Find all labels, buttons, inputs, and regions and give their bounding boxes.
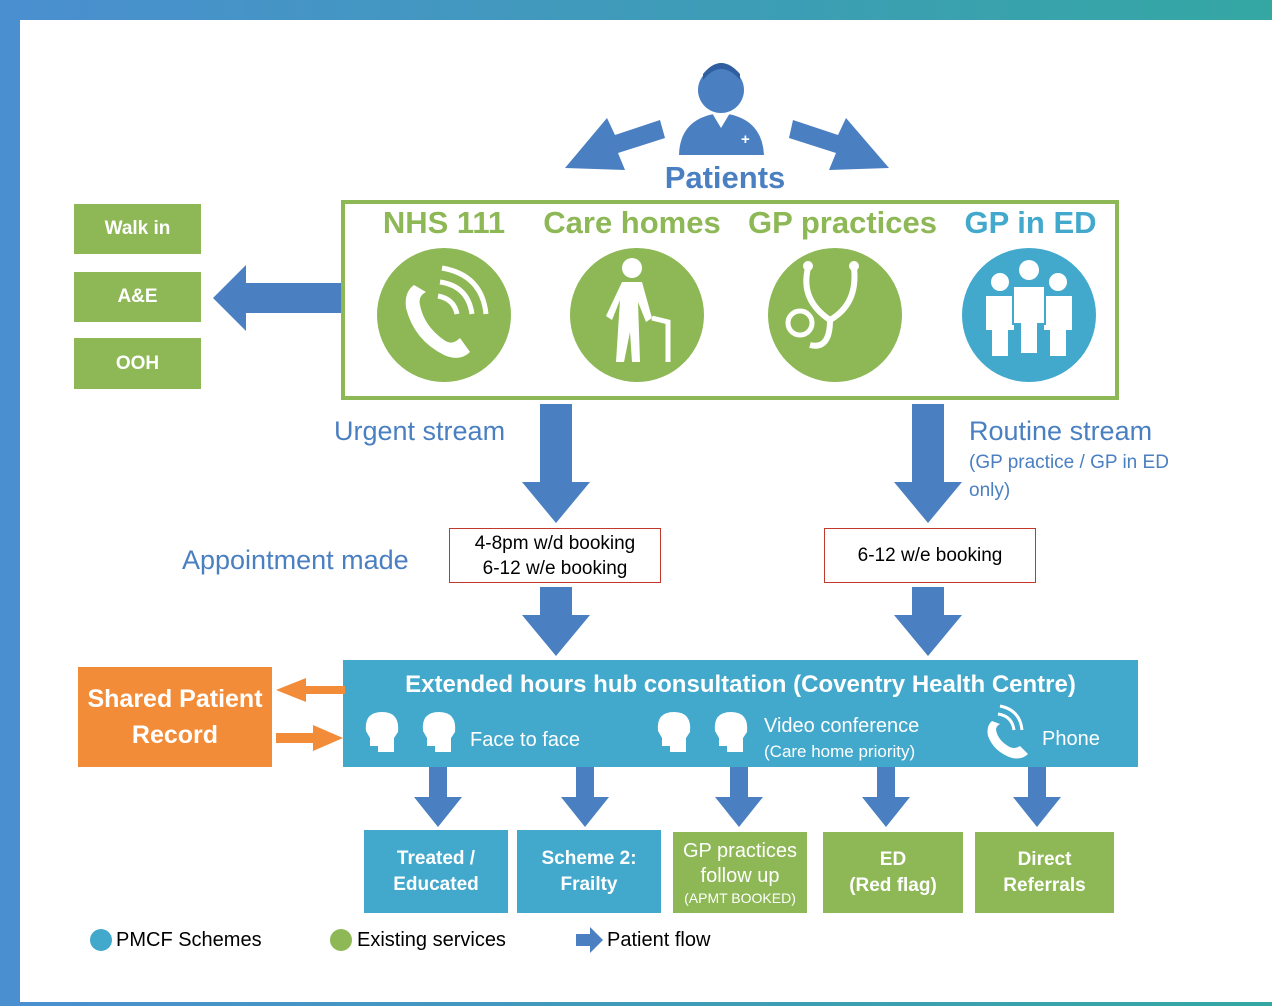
video-conference-label: Video conference (764, 715, 920, 737)
routine-down-arrow (894, 404, 962, 523)
outcome-line1: ED (879, 848, 907, 870)
clinicians-icon (962, 248, 1096, 382)
svg-text:+: + (741, 131, 750, 148)
outcome-line2: follow up (700, 864, 780, 887)
legend-pmcf-dot (90, 929, 112, 951)
routine-booking-box: 6-12 w/e booking (824, 528, 1036, 583)
outcome-arrow-2 (561, 767, 609, 827)
hub-phone-icon (987, 704, 1028, 759)
access-points-frame (341, 200, 1119, 400)
urgent-stream-label: Urgent stream (334, 416, 506, 446)
legend-flow-label: Patient flow (607, 929, 711, 951)
arrow-to-left-services (213, 265, 341, 331)
outcome-line2: Referrals (1003, 874, 1086, 896)
legend-pmcf-label: PMCF Schemes (116, 929, 262, 951)
ae-box: A&E (74, 272, 201, 322)
urgent-to-hub-arrow (522, 587, 590, 656)
routine-stream-note-line2: only) (969, 480, 1011, 501)
outcome-arrow-1 (414, 767, 462, 827)
outcome-gp-follow-up: GP practices follow up (APMT BOOKED) (673, 832, 807, 913)
record-to-hub-arrow (276, 725, 343, 751)
routine-stream-note-line1: (GP practice / GP in ED (969, 452, 1169, 473)
outcome-direct-referrals: Direct Referrals (975, 832, 1114, 913)
outcome-ed-red-flag: ED (Red flag) (823, 832, 963, 913)
routine-to-hub-arrow (894, 587, 962, 656)
video-conference-note: (Care home priority) (764, 742, 916, 761)
stethoscope-icon (768, 248, 902, 382)
walk-in-box: Walk in (74, 204, 201, 254)
gp-in-ed-title: GP in ED (964, 205, 1097, 240)
outcome-arrow-3 (715, 767, 763, 827)
head-icon (365, 712, 748, 752)
outcome-line2: (Red flag) (849, 874, 937, 896)
legend-existing-dot (330, 929, 352, 951)
record-from-hub-arrow (276, 678, 345, 702)
legend-existing-label: Existing services (357, 929, 506, 951)
patient-icon: + (679, 63, 764, 155)
outcome-arrow-5 (1013, 767, 1061, 827)
outcome-line2: Educated (393, 873, 479, 895)
outcome-line1: GP practices (682, 839, 798, 862)
outcome-treated-educated: Treated / Educated (364, 830, 508, 913)
outcome-line2: Frailty (560, 873, 618, 895)
outcome-arrow-4 (862, 767, 910, 827)
outcome-line1: Scheme 2: (541, 847, 637, 869)
elderly-person-icon (570, 248, 704, 382)
arrow-left-up (565, 118, 665, 170)
legend-flow-arrow (576, 927, 603, 953)
outcome-scheme2-frailty: Scheme 2: Frailty (517, 830, 661, 913)
phone-icon (377, 248, 511, 382)
patients-label: Patients (664, 160, 786, 195)
arrow-right-up (789, 118, 889, 170)
hub-title: Extended hours hub consultation (Coventr… (405, 671, 1076, 698)
urgent-booking-line1: 4-8pm w/d booking (474, 532, 636, 554)
urgent-booking-box: 4-8pm w/d booking 6-12 w/e booking (449, 528, 661, 583)
phone-label: Phone (1042, 728, 1100, 750)
appointment-made-label: Appointment made (182, 545, 409, 575)
routine-booking-text: 6-12 w/e booking (857, 545, 1003, 566)
urgent-down-arrow (522, 404, 590, 523)
urgent-booking-line2: 6-12 w/e booking (482, 557, 628, 579)
routine-stream-label: Routine stream (969, 416, 1153, 446)
outcome-line3: (APMT BOOKED) (684, 889, 796, 906)
ooh-box: OOH (74, 338, 201, 389)
nhs111-title: NHS 111 (382, 205, 506, 240)
care-homes-title: Care homes (543, 205, 721, 240)
gp-practices-title: GP practices (748, 205, 937, 240)
shared-record-line1: Shared Patient (87, 685, 263, 713)
shared-patient-record-box: Shared Patient Record (78, 667, 272, 767)
face-to-face-label: Face to face (470, 729, 581, 751)
outcome-line1: Treated / (396, 847, 476, 869)
outcome-line1: Direct (1017, 848, 1072, 870)
shared-record-line2: Record (131, 721, 219, 749)
